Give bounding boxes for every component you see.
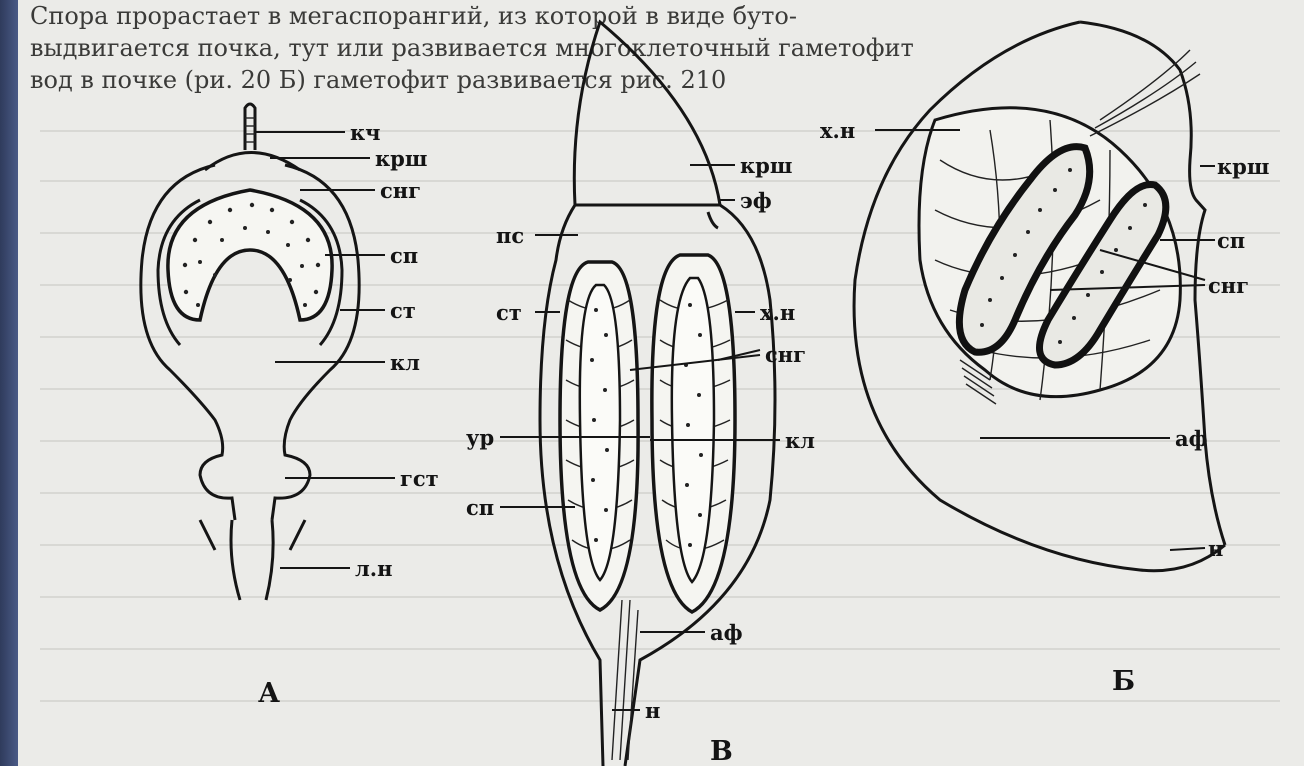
label-v-sp: сп xyxy=(466,495,494,520)
label-v-hn: х.н xyxy=(760,300,795,325)
caption-a: А xyxy=(258,678,280,709)
label-a-sng: снг xyxy=(380,178,421,203)
label-a-gst: гст xyxy=(400,466,439,491)
nucellus-cap-a xyxy=(205,153,300,171)
label-v-krsh: крш xyxy=(740,153,792,178)
label-v-sng: снг xyxy=(765,342,806,367)
label-v-n: н xyxy=(645,698,660,723)
label-v-ps: пс xyxy=(496,223,524,248)
label-b-sng: снг xyxy=(1208,273,1249,298)
label-v-af: аф xyxy=(710,620,743,645)
label-b-hn: х.н xyxy=(820,118,855,143)
page-text-line-1: Спора прорастает в мегаспорангий, из кот… xyxy=(30,2,797,30)
drawing-v: крш эф пс ст х.н снг ур кл сп аф н В xyxy=(466,22,815,766)
stalk-v xyxy=(612,600,638,760)
label-v-ef: эф xyxy=(740,188,772,213)
label-v-st: ст xyxy=(496,300,522,325)
caption-v: В xyxy=(710,736,733,766)
megasporangium-a xyxy=(168,190,332,320)
caption-b: Б xyxy=(1112,666,1135,697)
label-b-krsh: крш xyxy=(1217,154,1269,179)
label-v-kl: кл xyxy=(785,428,815,453)
micropyle-tube-a xyxy=(245,104,255,150)
label-a-kl: кл xyxy=(390,350,420,375)
ef-hook-v xyxy=(708,212,718,228)
label-b-sp: сп xyxy=(1217,228,1245,253)
label-a-sp: сп xyxy=(390,243,418,268)
label-a-st: ст xyxy=(390,298,416,323)
label-b-n: н xyxy=(1208,536,1223,561)
stalk-fibres-b xyxy=(1090,50,1200,136)
label-a-kch: кч xyxy=(350,120,381,145)
label-a-krsh: крш xyxy=(375,146,427,171)
label-b-af: аф xyxy=(1175,426,1208,451)
label-a-ln: л.н xyxy=(355,556,393,581)
stalk-a xyxy=(231,520,273,600)
page-text-line-2: выдвигается почка, тут или развивается м… xyxy=(30,34,914,62)
page-text-line-3: вод в почке (ри. 20 Б) гаметофит развива… xyxy=(30,66,726,94)
drawing-a: кч крш снг сп ст кл гст л.н А xyxy=(141,104,439,709)
drawing-b: х.н крш сп снг аф н Б xyxy=(820,22,1269,697)
label-v-ur: ур xyxy=(466,425,494,450)
